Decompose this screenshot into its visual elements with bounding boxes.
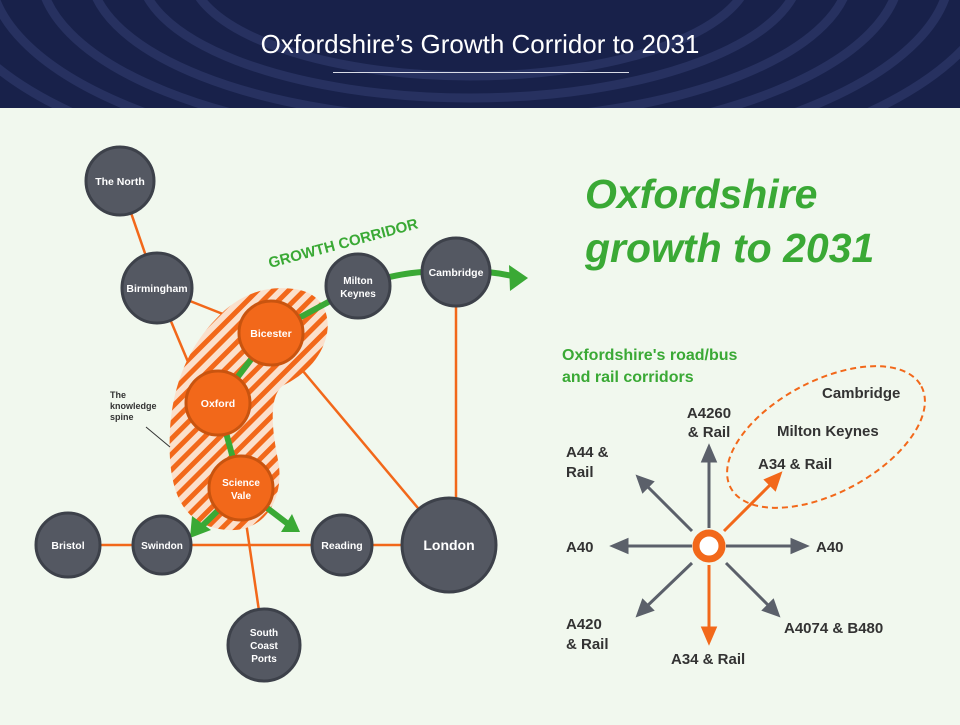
node-label-cambridge: Cambridge [429,267,484,279]
infographic: GROWTH CORRIDOR The knowledge spine The … [34,145,926,683]
label-milton-keynes: Milton Keynes [777,423,879,440]
map-node-cambridge: Cambridge [420,236,492,308]
node-label-reading: Reading [321,540,362,552]
map-node-swindon: Swindon [131,514,193,576]
svg-text:Vale: Vale [231,491,251,502]
svg-text:Oxfordshire's road/bus: Oxfordshire's road/bus [562,347,738,364]
node-label-swindon: Swindon [141,541,183,552]
svg-text:South: South [250,628,278,639]
label-a34-south: A34 & Rail [671,651,745,668]
map-node-south-coast-ports: South Coast Ports [226,607,302,683]
map-node-bicester: Bicester [237,299,305,367]
label-a420-line1: A420 [566,616,602,633]
node-label-the-north: The North [95,176,145,188]
svg-text:Milton: Milton [343,276,372,287]
map-node-birmingham: Birmingham [120,251,194,325]
label-a44-line1: A44 & [566,444,609,461]
headline: Oxfordshire growth to 2031 [584,171,874,271]
node-label-birmingham: Birmingham [126,283,187,295]
map-node-science-vale: Science Vale [207,454,275,522]
svg-text:spine: spine [110,412,134,422]
node-label-bristol: Bristol [51,540,84,552]
label-a40-west: A40 [566,539,594,556]
node-label-london: London [423,537,474,553]
map-node-reading: Reading [310,513,374,577]
node-label-bicester: Bicester [250,328,291,340]
svg-text:Science: Science [222,478,260,489]
corridor-labels: Cambridge Milton Keynes A34 & Rail A4260… [566,385,900,668]
svg-text:Ports: Ports [251,654,277,665]
label-a34-north: A34 & Rail [758,456,832,473]
map-node-milton-keynes: Milton Keynes [324,252,392,320]
cambridge-corridor-ellipse [726,365,926,509]
svg-text:and rail corridors: and rail corridors [562,369,694,386]
node-label-oxford: Oxford [201,398,235,410]
growth-arrowheads [190,265,528,538]
headline-line-2: growth to 2031 [584,225,874,271]
svg-text:knowledge: knowledge [110,401,157,411]
svg-text:Keynes: Keynes [340,289,376,300]
corridors-heading: Oxfordshire's road/bus and rail corridor… [562,347,738,386]
label-a40-east: A40 [816,539,844,556]
corridor-arrows-grey [609,443,810,618]
label-a4074: A4074 & B480 [784,620,883,637]
map-node-the-north: The North [84,145,156,217]
map-node-bristol: Bristol [34,511,102,579]
map-node-london: London [400,496,498,594]
spine-callout-line [145,426,171,448]
slide-body: GROWTH CORRIDOR The knowledge spine The … [0,108,960,720]
oxford-hub-marker [692,529,726,563]
headline-line-1: Oxfordshire [585,171,817,217]
label-a420-line2: & Rail [566,636,609,653]
label-a4260-line2: & Rail [688,424,731,441]
knowledge-spine-label: The knowledge spine [110,390,157,422]
header-swirl-pattern [0,0,960,108]
slide-header: Oxfordshire’s Growth Corridor to 2031 [0,0,960,108]
label-a4260-line1: A4260 [687,405,731,422]
label-a44-line2: Rail [566,464,594,481]
label-cambridge: Cambridge [822,385,900,402]
svg-text:The: The [110,390,126,400]
title-underline [333,72,629,73]
corridor-arrows-orange [700,471,783,646]
map-node-oxford: Oxford [184,369,252,437]
svg-text:Coast: Coast [250,641,278,652]
slide-title: Oxfordshire’s Growth Corridor to 2031 [260,29,700,59]
